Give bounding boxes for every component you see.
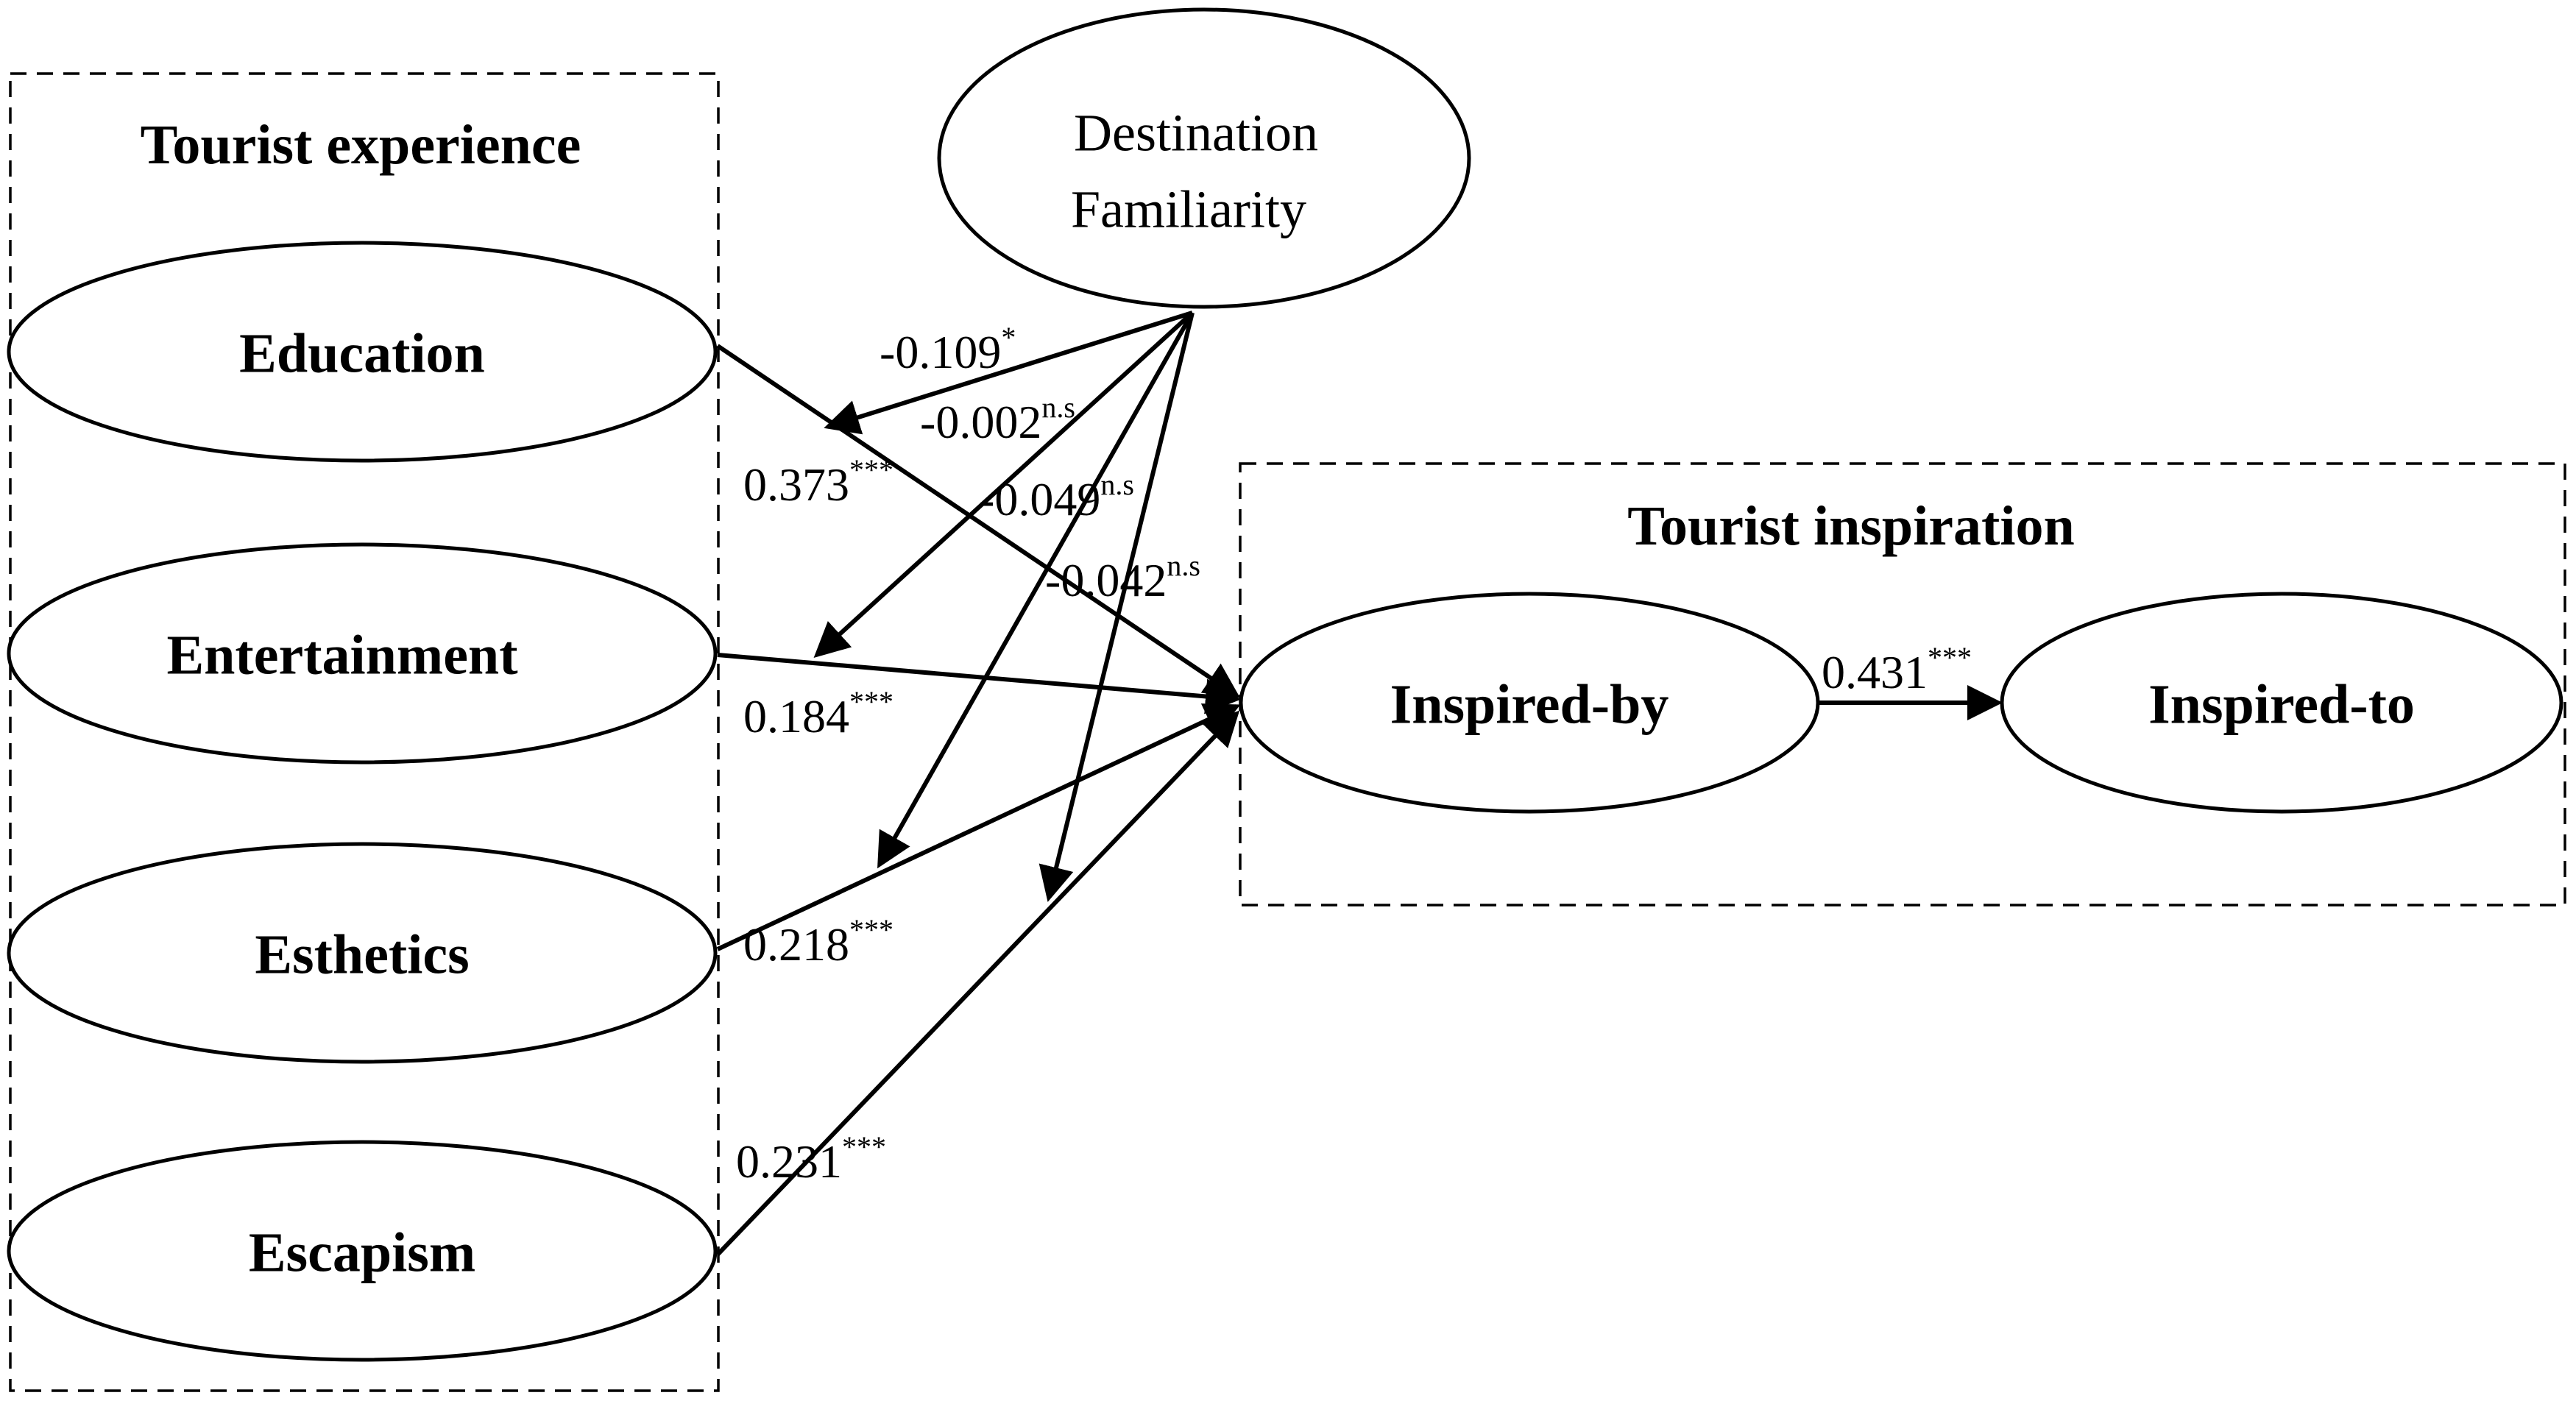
coef-escapism-to-inspired-by: 0.231***: [736, 1130, 886, 1188]
inspired-to-node: [2000, 592, 2563, 814]
escapism-node: [7, 1140, 718, 1362]
destination-familiarity-label-line1: Destination: [1074, 104, 1318, 163]
tourist-experience-title: Tourist experience: [141, 114, 581, 176]
esthetics-node: [7, 842, 718, 1064]
tourist-inspiration-title: Tourist inspiration: [1627, 495, 2074, 557]
coef-moderation-education: -0.109*: [880, 321, 1016, 378]
escapism-label: Escapism: [249, 1221, 475, 1283]
coef-moderation-escapism: -0.042n.s: [1045, 549, 1200, 606]
arrow-escapism-to-inspired-by: [715, 710, 1240, 1257]
arrow-moderation-escapism: [1038, 312, 1195, 902]
inspired-by-label: Inspired-by: [1390, 673, 1669, 735]
inspired-to-label: Inspired-to: [2148, 673, 2415, 735]
arrow-moderation-entertainment: [813, 311, 1195, 659]
arrow-esthetics-to-inspired-by: [716, 703, 1241, 951]
tourist-experience-box: [9, 72, 720, 1392]
coef-esthetics-to-inspired-by: 0.218***: [743, 913, 894, 971]
education-label: Education: [239, 322, 485, 384]
arrow-education-to-inspired-by: [716, 344, 1240, 698]
entertainment-node: [7, 542, 718, 765]
coef-moderation-entertainment: -0.002n.s: [920, 391, 1075, 448]
destination-familiarity-node: [937, 7, 1471, 309]
entertainment-label: Entertainment: [166, 624, 517, 686]
arrow-entertainment-to-inspired-by: [717, 653, 1241, 714]
coef-moderation-esthetics: -0.049n.s: [979, 468, 1134, 525]
destination-familiarity-label-line2: Familiarity: [1071, 180, 1306, 239]
esthetics-label: Esthetics: [255, 923, 469, 985]
education-node: [7, 241, 718, 463]
arrow-moderation-education: [824, 311, 1193, 435]
coef-education-to-inspired-by: 0.373***: [743, 453, 894, 511]
coef-inspired-by-to-inspired-to: 0.431***: [1822, 641, 1972, 698]
inspired-by-node: [1239, 592, 1820, 814]
arrow-moderation-esthetics: [877, 311, 1195, 869]
coef-entertainment-to-inspired-by: 0.184***: [743, 685, 894, 742]
